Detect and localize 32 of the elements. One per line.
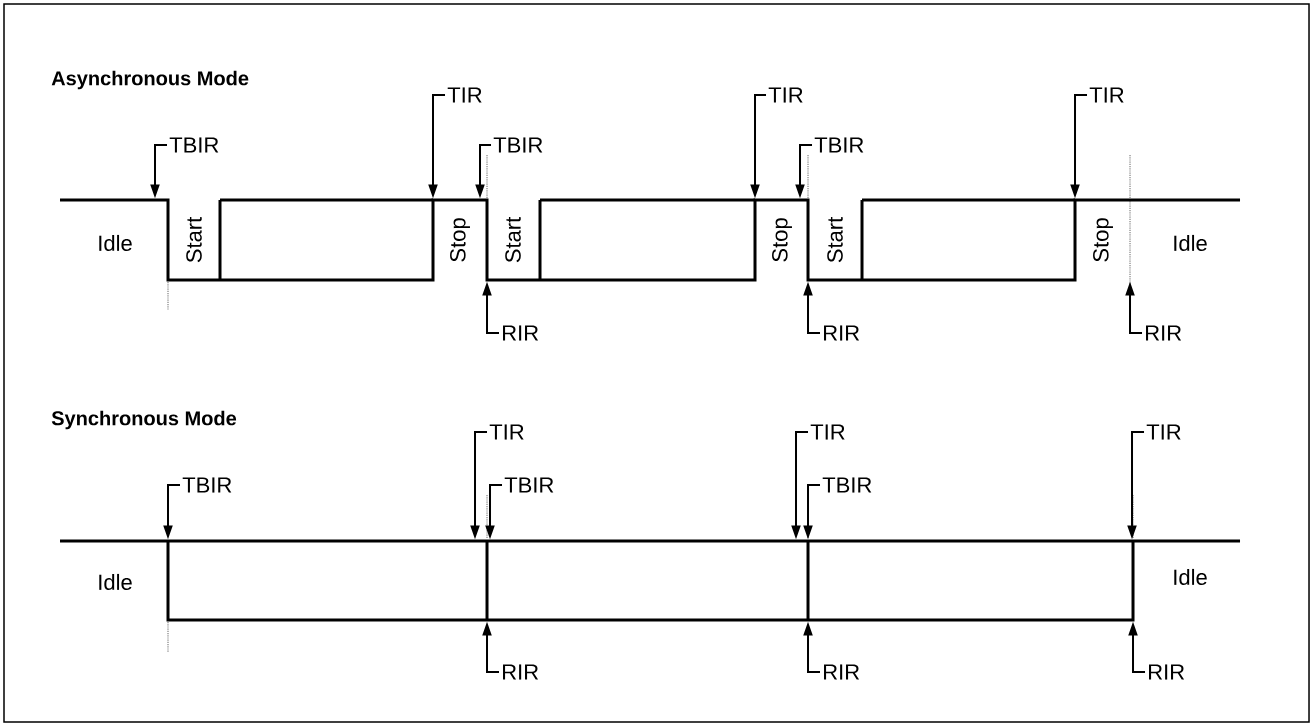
section-heading: Synchronous Mode: [51, 410, 237, 430]
signal-label: TIR: [489, 424, 524, 440]
signal-label: RIR: [1146, 325, 1182, 341]
signal-label: TIR: [810, 424, 845, 440]
signal-label: RIR: [824, 664, 860, 680]
signal-label: RIR: [503, 325, 539, 341]
state-label: Idle: [99, 234, 132, 252]
signal-label: TBIR: [493, 137, 543, 153]
signal-label: TBIR: [182, 477, 232, 493]
waveform-drawing: [60, 494, 1240, 653]
signal-label: TIR: [447, 87, 482, 103]
bit-label: Stop: [450, 218, 470, 262]
signal-label: TBIR: [169, 137, 219, 153]
state-label: Idle: [1174, 234, 1207, 252]
bit-label: Start: [186, 216, 202, 263]
state-label: Idle: [99, 573, 132, 591]
bit-label: Stop: [772, 218, 792, 262]
signal-label: TIR: [1146, 424, 1181, 440]
bit-label: Start: [827, 216, 843, 263]
signal-label: RIR: [503, 664, 539, 680]
waveform-drawing: [60, 154, 1240, 311]
bit-label: Start: [505, 216, 521, 263]
signal-label: TBIR: [822, 477, 872, 493]
signal-label: TIR: [1089, 87, 1124, 103]
state-label: Idle: [1174, 568, 1207, 586]
signal-label: TBIR: [814, 137, 864, 153]
signal-label: TBIR: [504, 477, 554, 493]
signal-label: TIR: [768, 87, 803, 103]
signal-label: RIR: [824, 325, 860, 341]
signal-label: RIR: [1149, 664, 1185, 680]
section-heading: Asynchronous Mode: [51, 70, 249, 90]
bit-label: Stop: [1093, 218, 1113, 262]
